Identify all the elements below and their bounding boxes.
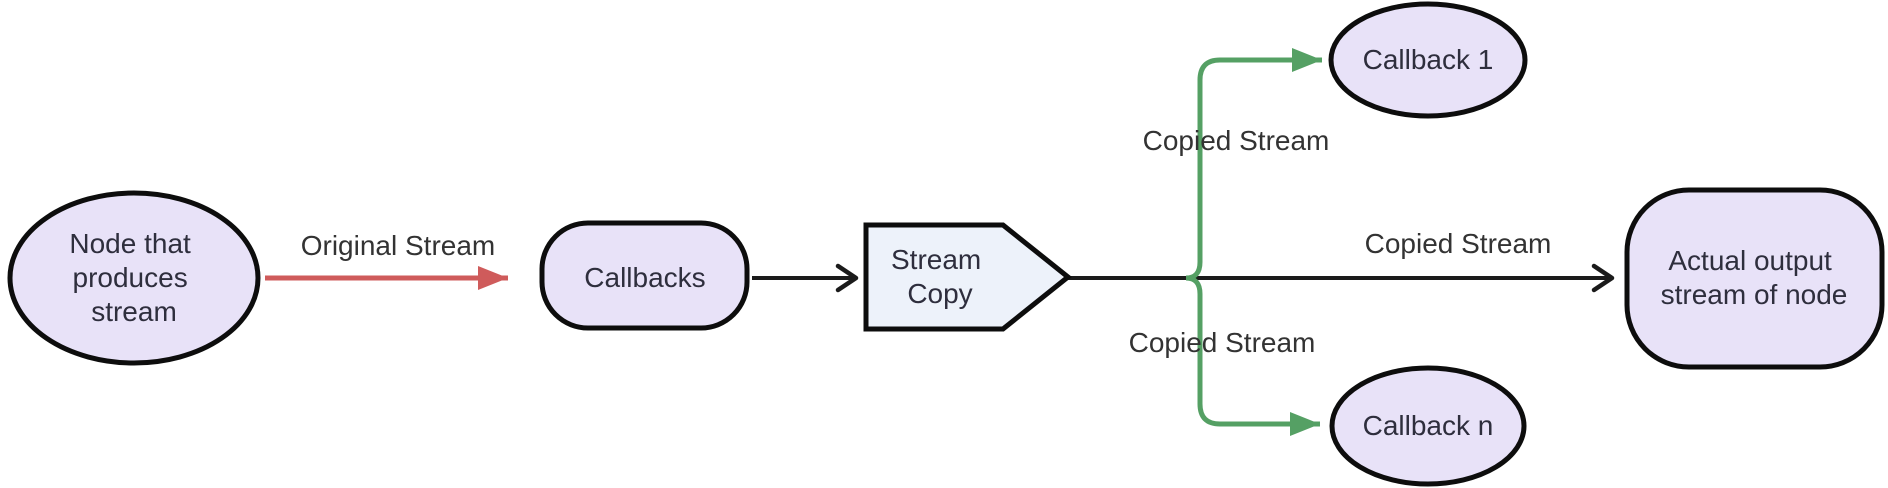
callback-1-shape [1328, 1, 1528, 119]
node-callback-n: Callback n [1329, 365, 1527, 487]
callback-n-label: Callback n [1363, 410, 1494, 441]
edge-label-copied-stream-right: Copied Stream [1365, 228, 1552, 259]
edge-group [265, 48, 1615, 436]
node-callbacks: Callbacks [539, 220, 750, 331]
edge-label-copied-stream-top: Copied Stream [1143, 125, 1330, 156]
producer-label: Node that produces stream [69, 228, 198, 327]
edge-streamcopy-to-callback1 [1185, 48, 1322, 281]
node-producer: Node that produces stream [7, 190, 261, 366]
stream-copy-shape [863, 222, 1073, 332]
output-shape [1624, 187, 1885, 370]
edge-label-group: Original Stream Copied Stream Copied Str… [301, 125, 1552, 358]
node-callback-1: Callback 1 [1328, 1, 1528, 119]
edge-label-original-stream: Original Stream [301, 230, 496, 261]
producer-shape [7, 190, 261, 366]
callbacks-label: Callbacks [584, 262, 705, 293]
output-label: Actual output stream of node [1661, 245, 1848, 310]
node-stream-copy: Stream Copy [863, 222, 1073, 332]
callback-1-label: Callback 1 [1363, 44, 1494, 75]
edge-label-copied-stream-bottom: Copied Stream [1129, 327, 1316, 358]
node-output: Actual output stream of node [1624, 187, 1885, 370]
stream-copy-label: Stream Copy [891, 244, 989, 309]
callbacks-shape [539, 220, 750, 331]
callback-n-shape [1329, 365, 1527, 487]
edge-streamcopy-to-callbackn [1185, 275, 1320, 436]
